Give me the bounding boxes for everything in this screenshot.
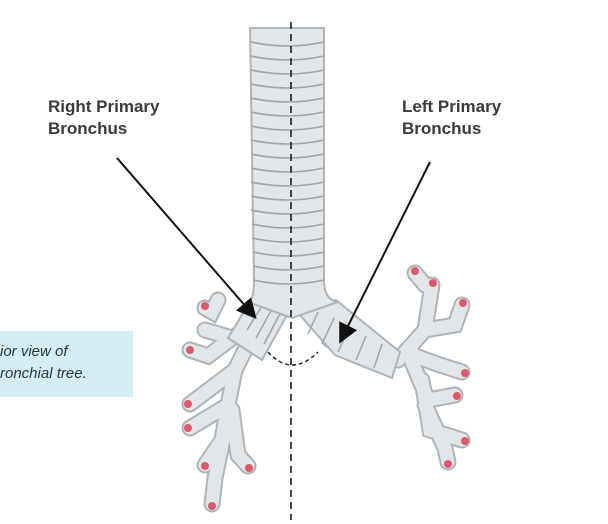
figure-caption-line1: ior view of <box>0 343 68 360</box>
carina-angle-arc <box>267 351 319 366</box>
left-bronchial-branches <box>321 264 471 471</box>
left-primary-bronchus-label-line2: Bronchus <box>402 119 482 138</box>
right-primary-bronchus-label-line2: Bronchus <box>48 119 128 138</box>
figure-caption: ior view of ronchial tree. <box>0 331 133 397</box>
left-primary-bronchus-label: Left Primary Bronchus <box>402 96 501 140</box>
figure-caption-line2: ronchial tree. <box>0 365 87 382</box>
right-primary-bronchus-label-line1: Right Primary <box>48 97 160 116</box>
left-primary-bronchus-arrow <box>339 161 431 344</box>
right-primary-bronchus-label: Right Primary Bronchus <box>48 96 159 140</box>
right-primary-bronchus-arrow <box>116 157 257 320</box>
left-primary-bronchus-label-line1: Left Primary <box>402 97 502 116</box>
trachea <box>244 27 339 320</box>
